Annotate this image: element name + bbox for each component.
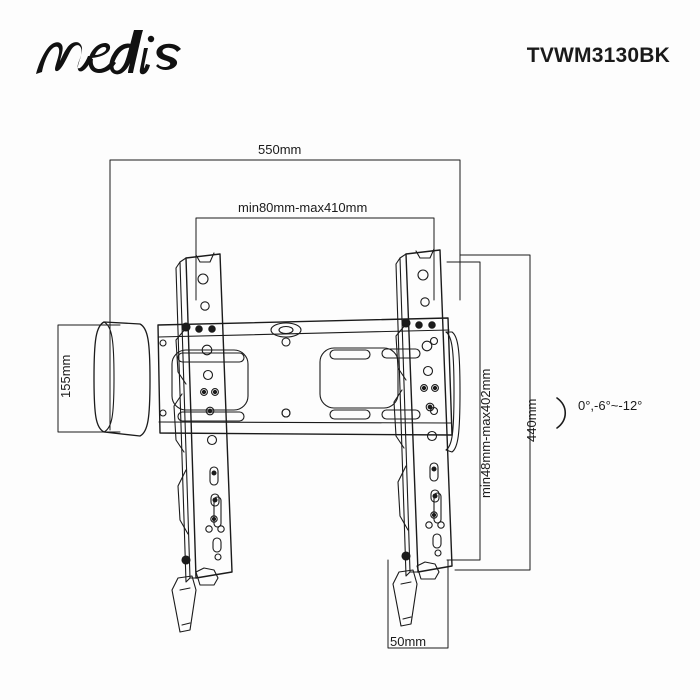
tilt-arc-icon	[556, 397, 567, 429]
dimension-lines	[57, 159, 531, 649]
right-vertical-arm	[392, 248, 453, 627]
nedis-logo	[34, 28, 224, 84]
dimension-label-overall-width: 550mm	[258, 142, 302, 157]
left-vertical-arm	[171, 252, 233, 633]
dimension-label-wall-distance: 50mm	[390, 634, 427, 649]
dimension-label-plate-depth: 155mm	[58, 354, 73, 398]
dimension-label-overall-height: 440mm	[524, 398, 539, 442]
dimension-label-vesa-height: min48mm-max402mm	[478, 368, 493, 498]
product-code: TVWM3130BK	[526, 44, 670, 67]
dimension-label-vesa-width: min80mm-max410mm	[238, 200, 368, 215]
tv-panel-edge	[445, 331, 461, 453]
wall-plate	[93, 317, 453, 437]
tilt-angle-label: 0°,-6°~-12°	[578, 398, 643, 413]
